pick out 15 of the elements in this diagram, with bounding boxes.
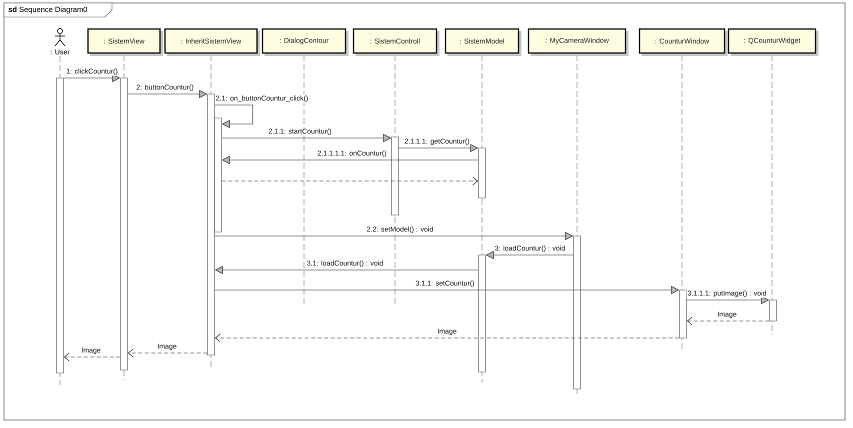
activation-bar: [478, 254, 486, 372]
message-arrow: [214, 334, 680, 342]
message-arrow: [222, 176, 478, 186]
message-arrow: [128, 348, 208, 358]
message-arrow: [64, 352, 120, 362]
activation-bar: [120, 78, 128, 370]
activation-bar: [56, 78, 64, 374]
message-arrow: [214, 104, 254, 128]
activation-bar: [769, 300, 777, 322]
activation-bar: [679, 290, 687, 338]
message-arrow: [686, 316, 770, 326]
activation-bar: [214, 118, 222, 232]
activation-bar: [573, 236, 581, 390]
activation-bar: [391, 136, 399, 216]
activation-bar: [478, 148, 486, 198]
